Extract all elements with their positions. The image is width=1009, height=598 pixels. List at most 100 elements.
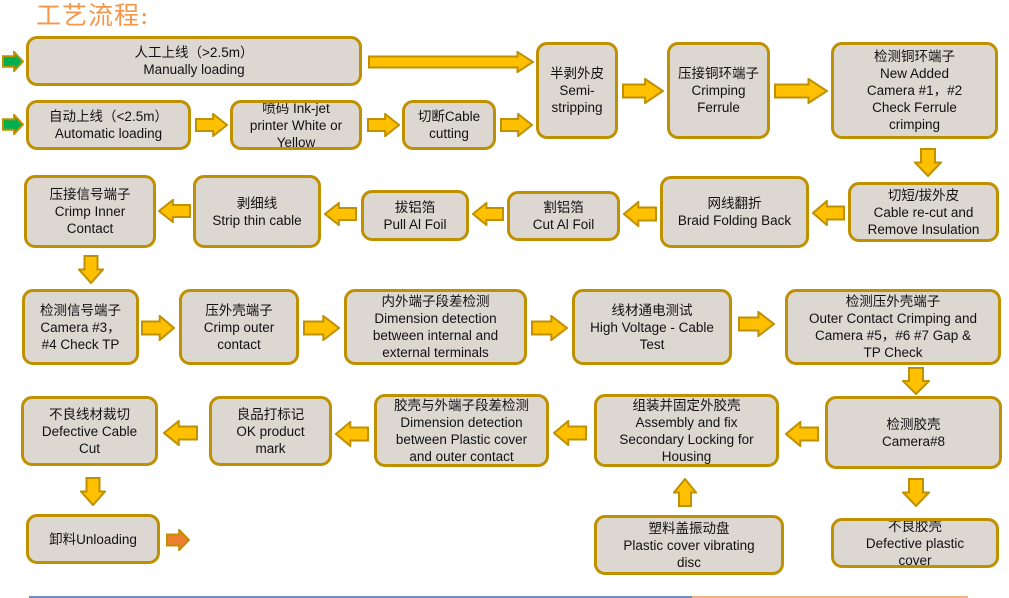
arrow-icon (900, 367, 932, 396)
arrow-icon (2, 112, 25, 137)
step-label-en: contact (217, 336, 261, 352)
step-label-cn: 切断Cable (417, 109, 481, 124)
arrow-shape (195, 111, 229, 139)
arrow-icon (162, 418, 198, 448)
step-label-cn: 不良胶壳 (888, 518, 942, 534)
arrow-shape (367, 111, 401, 139)
step-label-cn: 线材通电测试 (611, 302, 693, 318)
arrow-shape (811, 198, 845, 228)
step-label-en: Automatic loading (54, 126, 163, 141)
arrow-icon (367, 111, 401, 139)
arrow-shape (162, 418, 198, 448)
step-label-cn: 不良线材裁切 (49, 406, 130, 422)
arrow-icon (323, 200, 357, 228)
arrow-check-inner-to-crimp-outer (141, 313, 176, 343)
arrow-icon (552, 418, 587, 448)
arrow-icon (195, 111, 229, 139)
step-label-en: Ferrule (697, 100, 740, 115)
arrow-icon (811, 198, 845, 228)
step-semi-stripping: 半剥外皮 Semi-stripping (536, 42, 618, 139)
arrow-icon (166, 527, 191, 553)
arrow-shape (323, 200, 357, 228)
arrow-icon (471, 200, 504, 228)
arrow-shape (78, 477, 108, 507)
step-label-en: stripping (551, 100, 603, 115)
arrow-icon (303, 313, 341, 343)
step-label-en: OK product (236, 423, 305, 439)
step-label-en: Pull Al Foil (383, 216, 447, 232)
step-label-en: and outer contact (409, 448, 514, 464)
step-label-en: #4 Check TP (41, 336, 120, 352)
arrow-shape (500, 111, 534, 139)
arrow-icon (76, 255, 106, 285)
arrow-icon (774, 77, 829, 105)
arrow-dim-plastic-to-ok-mark (334, 419, 369, 449)
step-label-cn: 自动上线（<2.5m） (49, 109, 168, 124)
step-label-cn: 内外端子段差检测 (381, 294, 490, 309)
step-label-en: Braid Folding Back (677, 213, 792, 228)
arrow-shape (76, 255, 106, 285)
step-auto-loading: 自动上线（<2.5m） Automatic loading (26, 100, 191, 150)
step-label-en: cover (898, 552, 932, 568)
arrow-shape (303, 313, 341, 343)
step-label-en: New Added (879, 66, 950, 81)
arrow-dimension-to-hv-test (531, 313, 569, 343)
step-label-en: Semi- (559, 83, 595, 98)
step-label-en: mark (255, 440, 286, 456)
step-label-en: Cable re-cut and (873, 204, 974, 220)
step-label-en: printer White or (249, 117, 343, 133)
step-label-cn: 半剥外皮 (550, 66, 604, 81)
step-label-cn: 良品打标记 (236, 406, 305, 422)
step-label-cn: 拔铝箔 (394, 199, 436, 215)
step-label-en: Yellow (276, 134, 316, 150)
step-label-en: Crimp Inner (54, 204, 126, 219)
step-label-cn: 剥细线 (236, 195, 278, 211)
step-label-en: Plastic cover vibrating (623, 537, 755, 553)
arrow-shape (622, 199, 657, 229)
step-label-en: Assembly and fix (635, 414, 738, 430)
step-label-en: crimping (888, 117, 940, 132)
arrow-recut-to-braid (811, 198, 845, 228)
arrow-icon (500, 111, 534, 139)
arrow-braid-to-cut-foil (622, 199, 657, 229)
step-label-en: Camera #3， (40, 319, 121, 335)
arrow-icon (531, 313, 569, 343)
arrow-icon (368, 50, 535, 74)
arrow-strip-to-crimp-inner (157, 197, 191, 225)
step-label-en: Cut (78, 440, 100, 456)
step-label-en: Camera#8 (881, 433, 946, 449)
arrow-defect-cable-to-unloading (78, 477, 108, 507)
step-label-cn: 喷码 Ink-jet (262, 100, 330, 116)
arrow-shape (471, 200, 504, 228)
arrow-semi-to-crimp-ferrule (622, 77, 665, 105)
arrow-shape (141, 313, 176, 343)
step-unloading: 卸料Unloading (26, 514, 160, 564)
step-label-en: Housing (661, 448, 712, 464)
arrow-ok-mark-to-defect-cable (162, 418, 198, 448)
step-label-en: Contact (66, 221, 114, 236)
arrow-icon (671, 477, 699, 507)
arrow-shape (552, 418, 587, 448)
arrow-pull-foil-to-strip (323, 200, 357, 228)
step-cable-cutting: 切断Cable cutting (402, 100, 496, 150)
arrow-icon (2, 49, 25, 74)
step-label-en: cutting (429, 126, 469, 141)
step-label-cn: 压接铜环端子 (678, 66, 759, 81)
arrow-hv-to-check-outer (738, 309, 776, 339)
arrow-icon (784, 419, 819, 449)
arrow-shape (900, 478, 932, 508)
step-label-en: between internal and (372, 328, 499, 343)
step-label-cn: 卸料Unloading (49, 531, 137, 547)
step-label-cn: 检测胶壳 (886, 416, 941, 432)
step-label-en: Dimension detection (400, 414, 523, 430)
